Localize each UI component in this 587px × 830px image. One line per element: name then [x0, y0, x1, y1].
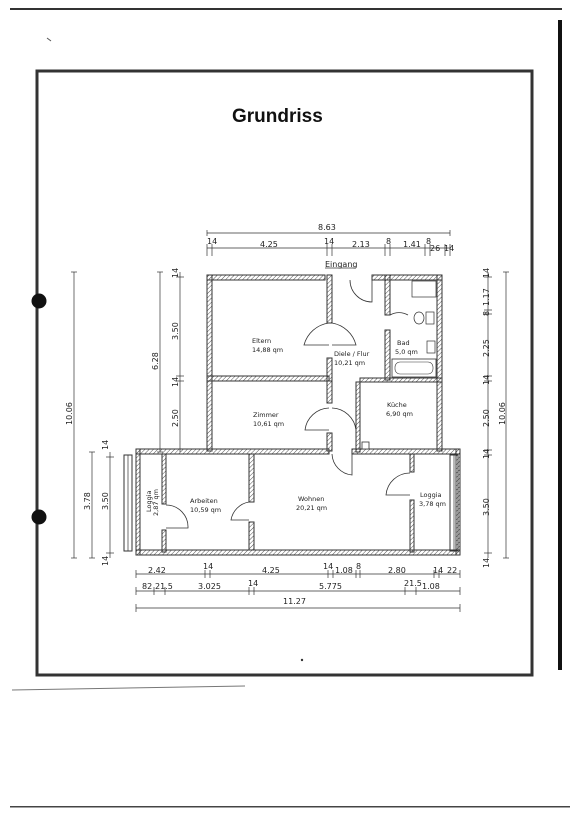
dim-bottom-total: 11.27: [283, 597, 306, 606]
bathroom-fixtures: [361, 280, 437, 450]
dim-left-378: 3.78: [83, 492, 92, 510]
punch-hole-bottom: [31, 509, 47, 525]
dim-bot1-8: 8: [356, 562, 361, 571]
page-right-edge: [558, 20, 562, 670]
stray-mark-2: [46, 37, 52, 42]
right-dimensions: 14 1.17 8 2.25 14 2.50 14 3.50 14 10.06: [482, 268, 509, 568]
dim-bot1-280: 2.80: [388, 566, 406, 575]
dim-top-2: 4.25: [260, 240, 278, 249]
dim-top-4: 2.13: [352, 240, 370, 249]
dim-top-1: 14: [207, 237, 217, 246]
room-kueche-name: Küche: [387, 401, 407, 409]
left-dimensions: 10.06 6.28 14 3.50 14 2.50 3.78 14 3.50 …: [65, 268, 184, 566]
top-dimensions: 8.63 14 4.25 14 2.13 8 1.41 8 26 14: [206, 223, 454, 256]
dim-bot1-14a: 14: [203, 562, 213, 571]
room-arbeiten-area: 10,59 qm: [190, 506, 221, 514]
dim-bot1-108: 1.08: [335, 566, 353, 575]
dim-bot2-3025: 3.025: [198, 582, 221, 591]
dim-top-5: 8: [386, 237, 391, 246]
room-zimmer-area: 10,61 qm: [253, 420, 284, 428]
dim-top-8: 26: [430, 244, 440, 253]
room-loggia-left-area: 2,87 qm: [152, 489, 160, 516]
dim-right-250: 2.50: [482, 409, 491, 427]
dim-bot2-215b: 21.5: [404, 579, 422, 588]
dim-right-outer: 10.06: [498, 402, 507, 425]
drawing-frame: [35, 69, 534, 677]
room-loggia-right-name: Loggia: [420, 491, 442, 499]
room-loggia-right-area: 3,78 qm: [419, 500, 446, 508]
page-top-edge: [10, 8, 562, 10]
dim-top-7: 8: [426, 237, 431, 246]
room-diele-area: 10,21 qm: [334, 359, 365, 367]
dim-bot1-14b: 14: [323, 562, 333, 571]
room-diele-name: Diele / Flur: [334, 350, 370, 358]
dim-top-9: 14: [444, 244, 454, 253]
dim-left-14d: 14: [101, 556, 110, 566]
dim-left-14c: 14: [101, 440, 110, 450]
dim-left-outer: 10.06: [65, 402, 74, 425]
dim-right-14b: 14: [482, 375, 491, 385]
page-title: Grundriss: [232, 106, 323, 127]
room-bad-name: Bad: [397, 339, 410, 347]
room-loggia-left-name: Loggia: [145, 490, 153, 512]
bottom-dimensions: 2.42 14 4.25 14 1.08 8 2.80 14 22 82 21.…: [135, 562, 461, 612]
dim-right-14c: 14: [482, 449, 491, 459]
dim-top-3: 14: [324, 237, 334, 246]
dim-right-225: 2.25: [482, 339, 491, 357]
stray-mark-1: [300, 658, 304, 662]
dim-right-8: 8: [482, 311, 491, 316]
page-bottom-edge: [10, 806, 570, 808]
walls: [135, 274, 461, 556]
room-kueche-area: 6,90 qm: [386, 410, 413, 418]
room-eltern-area: 14,88 qm: [252, 346, 283, 354]
room-arbeiten-name: Arbeiten: [190, 497, 218, 505]
dim-left-14b: 14: [171, 377, 180, 387]
dim-right-14d: 14: [482, 558, 491, 568]
room-wohnen-area: 20,21 qm: [296, 504, 327, 512]
entrance-label: Eingang: [325, 260, 357, 269]
dim-bot2-5775: 5.775: [319, 582, 342, 591]
dim-right-350: 3.50: [482, 498, 491, 516]
dim-bot1-242: 2.42: [148, 566, 166, 575]
room-eltern-name: Eltern: [252, 337, 271, 345]
dim-left-350b: 3.50: [101, 492, 110, 510]
doors: [165, 279, 411, 529]
room-bad-area: 5,0 qm: [395, 348, 418, 356]
dim-bot1-22: 22: [447, 566, 457, 575]
dim-bot2-215a: 21.5: [155, 582, 173, 591]
dim-left-250: 2.50: [171, 409, 180, 427]
punch-hole-top: [31, 293, 47, 309]
dim-right-117: 1.17: [482, 288, 491, 306]
dim-bot2-14: 14: [248, 579, 258, 588]
dim-right-14a: 14: [482, 268, 491, 278]
dim-bot1-425: 4.25: [262, 566, 280, 575]
dim-left-350: 3.50: [171, 322, 180, 340]
dim-bot2-108: 1.08: [422, 582, 440, 591]
dim-left-14a: 14: [171, 268, 180, 278]
room-zimmer-name: Zimmer: [253, 411, 279, 419]
dim-top-6: 1.41: [403, 240, 421, 249]
dim-bot2-82: 82: [142, 582, 152, 591]
dim-left-628: 6.28: [151, 352, 160, 370]
room-wohnen-name: Wohnen: [298, 495, 324, 503]
frame-smudge: [11, 685, 246, 691]
dim-bot1-14c: 14: [433, 566, 443, 575]
dim-top-total: 8.63: [318, 223, 336, 232]
